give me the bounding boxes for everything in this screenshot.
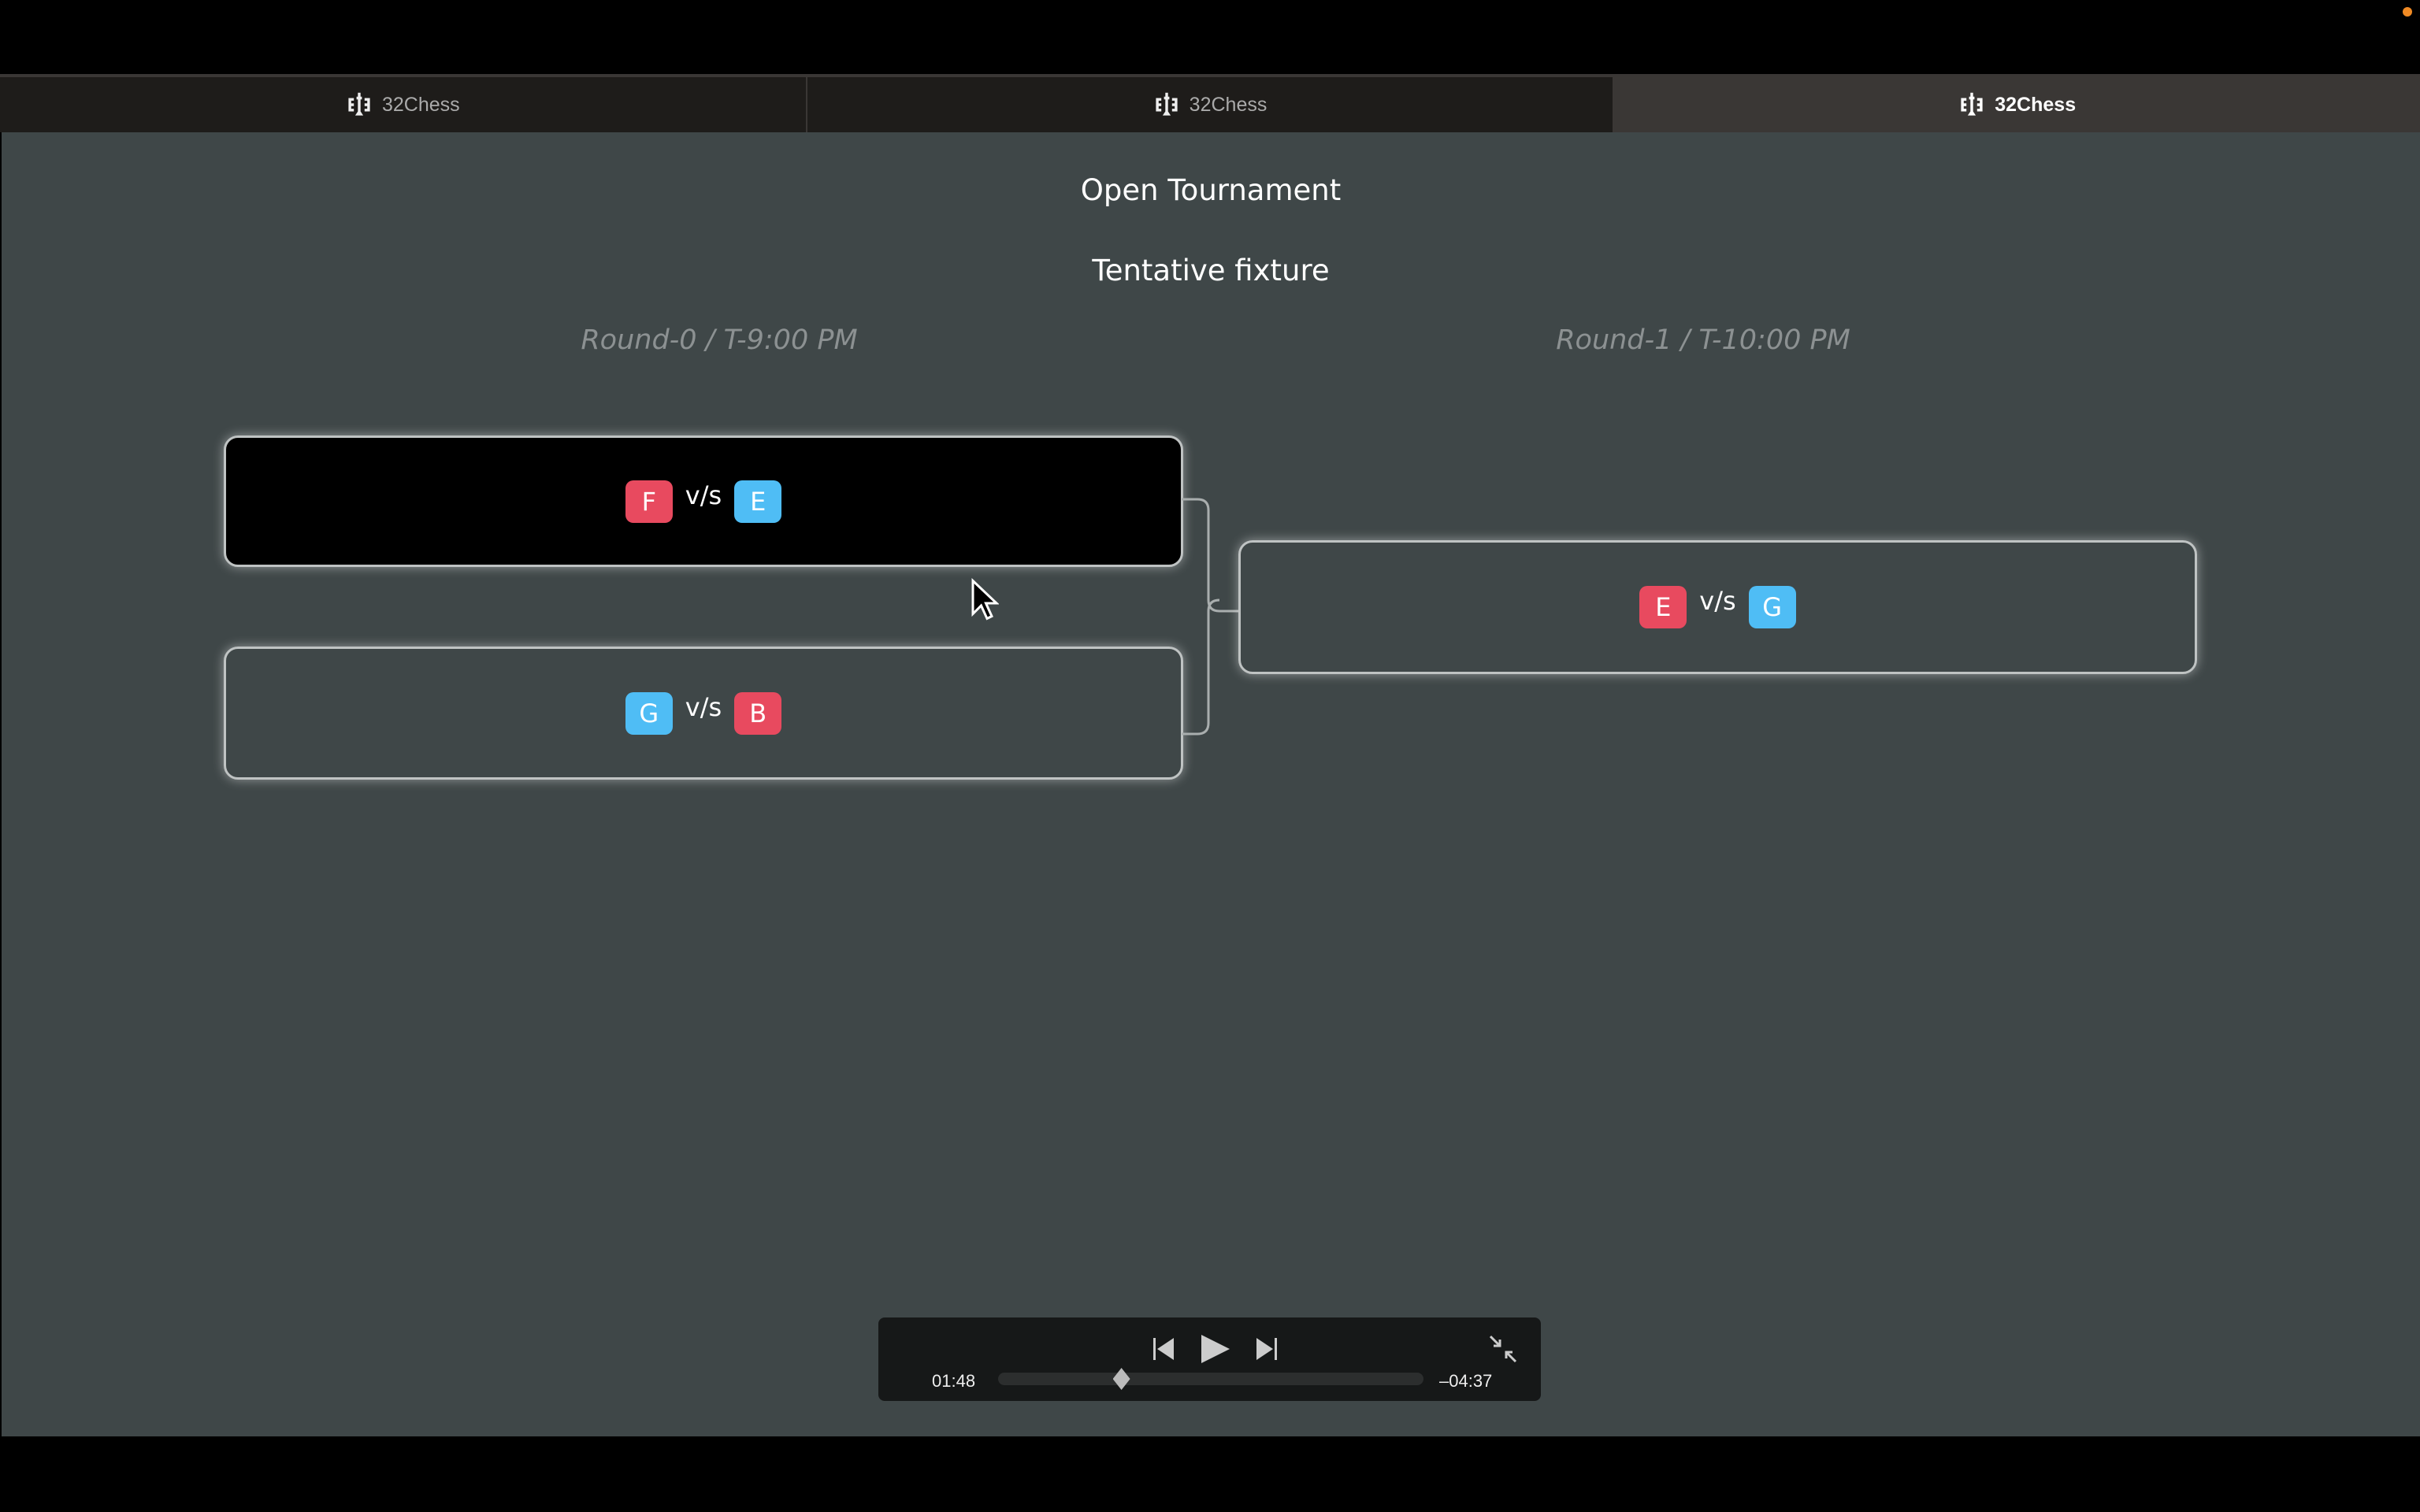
tab-2[interactable]: 32Chess	[807, 77, 1615, 132]
round-0-label: Round-0 / T-9:00 PM	[581, 324, 858, 356]
skip-forward-icon[interactable]	[1255, 1336, 1279, 1362]
skip-back-icon[interactable]	[1153, 1336, 1177, 1362]
player-badge: G	[1748, 586, 1796, 628]
player-badge: E	[734, 480, 782, 523]
elapsed-time: 01:48	[932, 1371, 976, 1391]
exit-fullscreen-icon[interactable]	[1489, 1335, 1517, 1363]
chess-logo-icon	[348, 92, 370, 116]
page-subtitle: Tentative fixture	[1092, 254, 1330, 287]
seek-bar[interactable]	[998, 1368, 1423, 1390]
mouse-cursor-icon	[971, 578, 999, 621]
match-card-e-vs-g[interactable]: E v/s G	[1238, 540, 2197, 674]
tab-3-active[interactable]: 32Chess	[1614, 77, 2420, 132]
tab-label: 32Chess	[382, 93, 460, 116]
round-1-label: Round-1 / T-10:00 PM	[1556, 324, 1850, 356]
tab-label: 32Chess	[1995, 93, 2077, 116]
chess-logo-icon	[1961, 92, 1983, 116]
player-badge: F	[625, 480, 673, 523]
video-player-controls: 01:48 –04:37	[878, 1317, 1541, 1401]
vs-label: v/s	[1699, 586, 1736, 616]
tab-1[interactable]: 32Chess	[0, 77, 807, 132]
vs-label: v/s	[685, 480, 722, 510]
screen-top-bar	[0, 0, 2420, 74]
player-badge: E	[1639, 586, 1687, 628]
chess-logo-icon	[1156, 92, 1178, 116]
tab-bar: 32Chess 32Chess 32Chess	[0, 74, 2420, 132]
match-card-g-vs-b[interactable]: G v/s B	[224, 647, 1183, 780]
page-title: Open Tournament	[1080, 173, 1342, 207]
tab-label: 32Chess	[1189, 93, 1268, 116]
vs-label: v/s	[685, 691, 722, 722]
seek-knob[interactable]	[1112, 1368, 1130, 1390]
play-icon[interactable]	[1200, 1333, 1231, 1365]
player-badge: G	[625, 691, 673, 735]
match-card-f-vs-e[interactable]: F v/s E	[224, 435, 1183, 567]
player-badge: B	[734, 691, 782, 735]
page-content: Open Tournament Tentative fixture Round-…	[2, 132, 2420, 1436]
remaining-time: –04:37	[1439, 1371, 1493, 1391]
recording-indicator	[2403, 7, 2412, 17]
bracket-connector	[1182, 498, 1240, 736]
